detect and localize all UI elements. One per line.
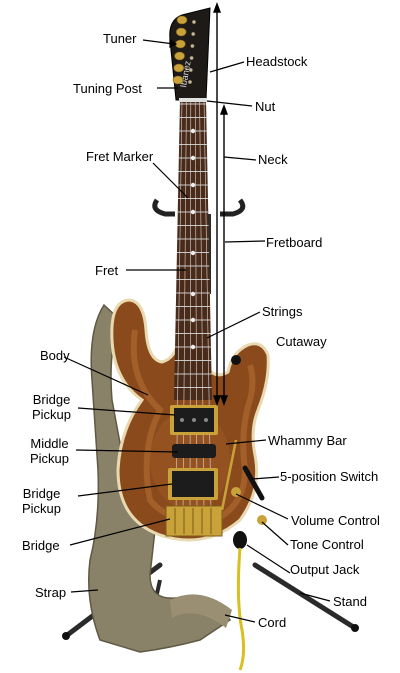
label-headstock: Headstock <box>246 54 308 69</box>
dimension-arrows <box>212 2 229 406</box>
label-fretboard: Fretboard <box>266 235 323 250</box>
label-five-position-switch: 5-position Switch <box>280 469 379 484</box>
leader-lines <box>63 38 331 623</box>
label-nut: Nut <box>255 99 276 114</box>
label-output-jack: Output Jack <box>290 562 360 577</box>
label-middle-pickup-line1: Middle <box>30 436 69 451</box>
label-volume-control: Volume Control <box>291 513 380 528</box>
label-strings: Strings <box>262 304 303 319</box>
cord-graphic <box>236 547 246 671</box>
headstock-graphic: Ibanez <box>169 7 211 102</box>
label-bridge-pickup-top-line2: Pickup <box>32 407 72 422</box>
label-strap: Strap <box>35 585 67 600</box>
label-tone-control: Tone Control <box>290 537 364 552</box>
whammy-bar-graphic <box>220 439 238 511</box>
label-bridge-pickup-bottom: Bridge Pickup <box>22 486 61 516</box>
bridge-graphic <box>165 439 238 537</box>
label-bridge-pickup-bottom-line2: Pickup <box>22 501 62 516</box>
label-fret: Fret <box>95 263 119 278</box>
label-fret-marker: Fret Marker <box>86 149 154 164</box>
nut-graphic <box>179 98 207 102</box>
label-neck: Neck <box>258 152 288 167</box>
label-middle-pickup-line2: Pickup <box>30 451 70 466</box>
strings-graphic <box>175 99 212 513</box>
label-body: Body <box>40 348 70 363</box>
neck-graphic <box>174 100 212 400</box>
label-middle-pickup: Middle Pickup <box>30 436 69 466</box>
label-bridge-pickup-top: Bridge Pickup <box>32 392 71 422</box>
controls-graphic <box>231 355 267 549</box>
label-tuning-post: Tuning Post <box>73 81 142 96</box>
label-stand: Stand <box>333 594 367 609</box>
label-cord: Cord <box>258 615 287 630</box>
pickups-graphic <box>168 405 218 500</box>
label-bridge: Bridge <box>22 538 60 553</box>
label-whammy-bar: Whammy Bar <box>268 433 347 448</box>
label-tuner: Tuner <box>103 31 137 46</box>
label-cutaway: Cutaway <box>276 334 327 349</box>
label-bridge-pickup-bottom-line1: Bridge <box>22 486 61 501</box>
label-bridge-pickup-top-line1: Bridge <box>32 392 71 407</box>
